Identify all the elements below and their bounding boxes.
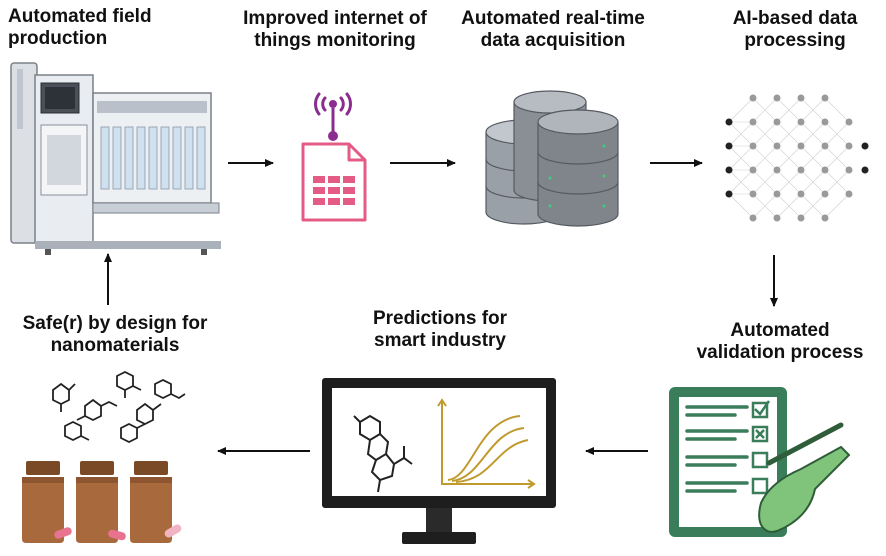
neural-network-icon: [725, 94, 869, 222]
label-validation: Automated validation process: [680, 320, 880, 364]
bottles-icon: [22, 461, 182, 543]
label-iot-monitoring-line2: things monitoring: [254, 30, 416, 51]
monitor-icon: [322, 378, 556, 544]
molecules-icon: [52, 370, 186, 444]
pills: [54, 524, 182, 541]
label-ai-processing-line2: processing: [744, 30, 846, 51]
label-iot-monitoring-line1: Improved internet of: [243, 8, 427, 29]
label-predictions: Predictions for smart industry: [340, 308, 540, 352]
database-icon: [485, 90, 619, 227]
label-field-production-line2: production: [8, 28, 108, 49]
label-ai-processing-line1: AI-based data: [732, 8, 858, 29]
label-iot-monitoring: Improved internet of things monitoring: [225, 8, 445, 52]
production-machine-icon: [10, 62, 221, 255]
bottle-right: [130, 461, 172, 543]
label-field-production: Automated field production: [8, 6, 152, 50]
label-predictions-line1: Predictions for: [372, 308, 508, 329]
label-validation-line2: validation process: [696, 342, 864, 363]
label-field-production-line1: Automated field: [8, 6, 152, 27]
label-validation-line1: Automated: [730, 320, 830, 341]
label-ai-processing: AI-based data processing: [710, 8, 880, 52]
label-safe-design-line2: nanomaterials: [50, 335, 180, 356]
bottle-left: [22, 461, 64, 543]
molecule-structure: [353, 414, 413, 493]
label-predictions-line2: smart industry: [374, 330, 506, 351]
label-data-acquisition-line1: Automated real-time: [461, 8, 645, 29]
label-data-acquisition-line2: data acquisition: [480, 30, 626, 51]
validation-checklist-icon: [669, 387, 851, 537]
label-safe-design: Safe(r) by design for nanomaterials: [5, 313, 225, 357]
bottle-middle: [76, 461, 118, 543]
response-curves: [437, 398, 536, 489]
label-data-acquisition: Automated real-time data acquisition: [448, 8, 658, 52]
iot-document-icon: [301, 92, 367, 222]
label-safe-design-line1: Safe(r) by design for: [22, 313, 208, 334]
